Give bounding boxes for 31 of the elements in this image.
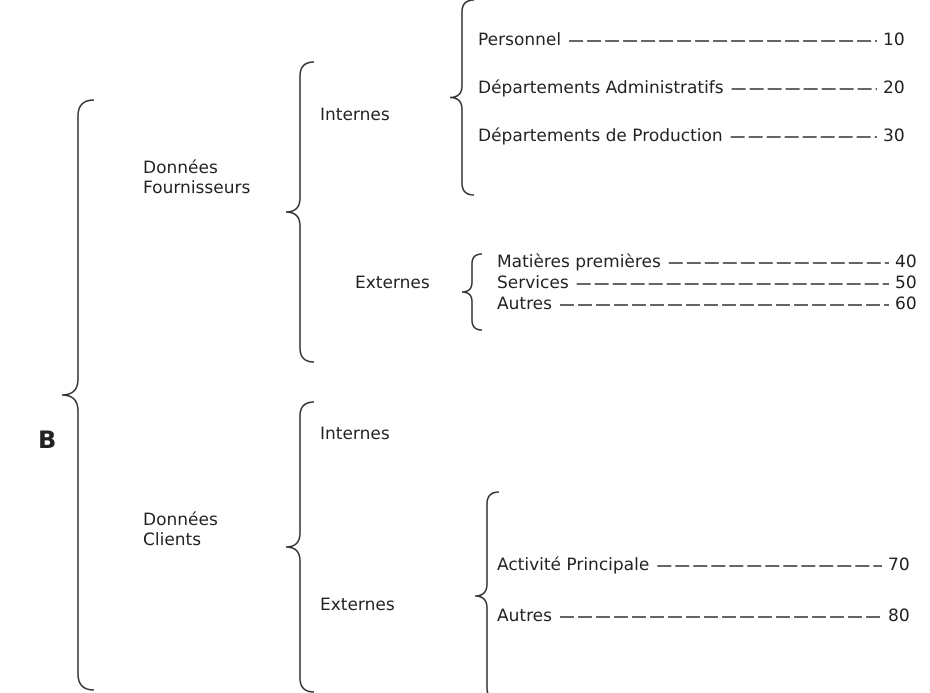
dashed-leader-line — [569, 40, 877, 42]
code-number: 30 — [883, 126, 905, 146]
code-number: 70 — [888, 555, 910, 575]
item-label: Matières premières — [497, 252, 661, 272]
code-number: 80 — [888, 606, 910, 626]
code-number: 10 — [883, 30, 905, 50]
dashed-leader-line — [560, 616, 882, 618]
code-number: 50 — [895, 273, 917, 293]
category-label: Externes — [355, 273, 430, 293]
code-number: 20 — [883, 78, 905, 98]
category-label: Internes — [320, 424, 390, 444]
category-label: Données Fournisseurs — [143, 158, 263, 198]
dashed-leader-line — [576, 283, 889, 285]
dashed-leader-line — [560, 304, 889, 306]
category-label: Données Clients — [143, 510, 263, 550]
dashed-leader-line — [657, 565, 882, 567]
brace-root-label: B — [38, 426, 56, 454]
item-label: Activité Principale — [497, 555, 650, 575]
category-label: Externes — [320, 595, 395, 615]
item-label: Services — [497, 273, 569, 293]
item-label: Départements Administratifs — [478, 78, 724, 98]
dashed-leader-line — [668, 262, 889, 264]
dashed-leader-line — [732, 88, 877, 90]
item-label: Personnel — [478, 30, 562, 50]
code-number: 40 — [895, 252, 917, 272]
category-label: Internes — [320, 105, 390, 125]
item-label: Autres — [497, 606, 552, 626]
dashed-leader-line — [730, 136, 877, 138]
item-label: Départements de Production — [478, 126, 723, 146]
code-number: 60 — [895, 294, 917, 314]
item-label: Autres — [497, 294, 552, 314]
